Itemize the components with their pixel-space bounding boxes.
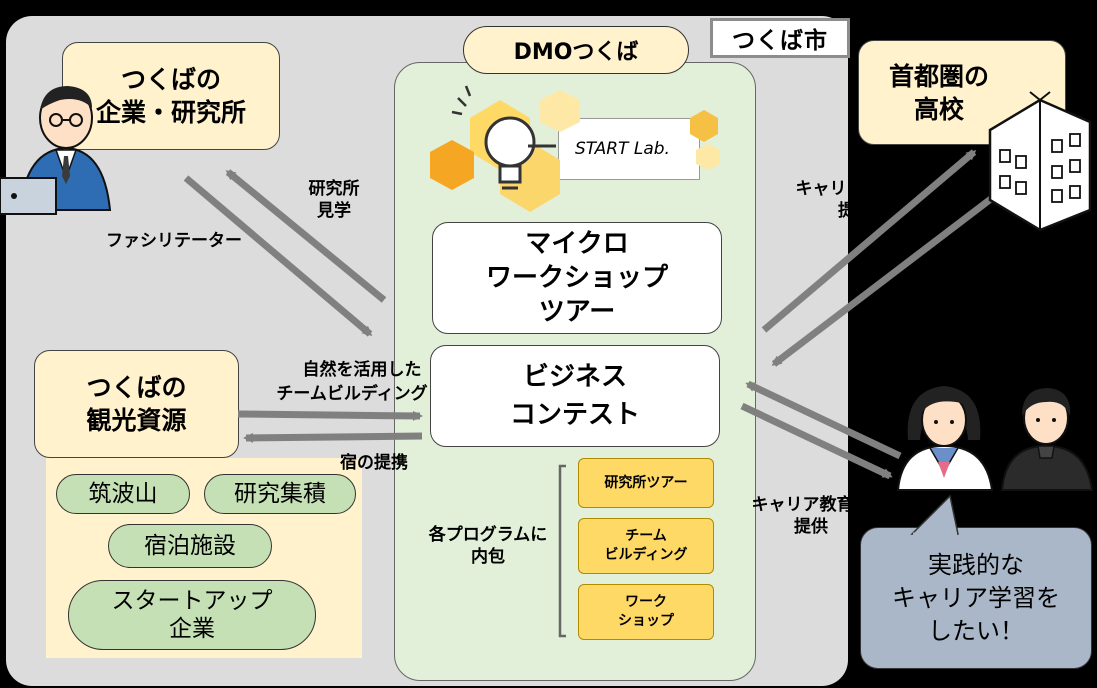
companies-line-1: つくばの [120, 65, 221, 94]
resource-research-cluster: 研究集積 [204, 474, 356, 514]
speech-tail [910, 494, 959, 535]
speech-line-2: キャリア学習を [892, 583, 1060, 612]
sub-program-team-building: チーム ビルディング [578, 518, 714, 574]
tourism-line-1: つくばの [86, 373, 187, 402]
companies-box: つくばの 企業・研究所 [62, 42, 280, 150]
male-student-icon [1000, 388, 1094, 491]
resource-mt-tsukuba: 筑波山 [56, 474, 190, 514]
arrow-from-companies [183, 175, 373, 337]
lab-tour-label-line-2: 見学 [317, 201, 351, 221]
sub-program-workshop: ワーク ショップ [578, 584, 714, 640]
resource-startup-line-2: 企業 [169, 616, 215, 642]
sub-program-lab-tour-line-1: 研究所ツアー [604, 474, 688, 491]
arrow-contest-to-tourism [243, 432, 423, 443]
speech-line-3: したい！ [928, 616, 1024, 645]
business-contest-line-1: ビジネス [522, 362, 627, 392]
arrow-tourism-to-contest [237, 410, 423, 421]
resource-lodging: 宿泊施設 [108, 524, 272, 568]
micro-workshop-line-3: ツアー [538, 297, 616, 327]
speech-line-1: 実践的な [928, 550, 1024, 579]
arrow-from-school [771, 189, 1003, 367]
sub-program-lab-tour: 研究所ツアー [578, 458, 714, 508]
career-bottom-label-line-2: 提供 [794, 517, 828, 537]
city-label: つくば市 [710, 18, 850, 58]
arrow-to-companies [225, 169, 387, 303]
arrow-to-school [761, 149, 977, 333]
female-student-icon [896, 386, 994, 491]
lab-tour-label-line-1: 研究所 [308, 179, 360, 199]
school-line-1: 首都圏の [888, 61, 989, 91]
career-top-label-line-2: 提供 [838, 201, 872, 221]
nature-team-label: 自然を活用した チームビルディング [252, 358, 452, 406]
nature-team-label-line-1: 自然を活用した [302, 360, 422, 380]
school-line-2: 高校 [913, 94, 964, 124]
lab-tour-label: 研究所 見学 [294, 178, 374, 222]
tourism-line-2: 観光資源 [86, 406, 187, 435]
arrow-contest-to-students [740, 402, 893, 480]
arrow-students-to-contest [745, 380, 902, 460]
micro-workshop-line-1: マイクロ [525, 229, 629, 259]
micro-workshop-box: マイクロ ワークショップ ツアー [432, 222, 722, 334]
speech-bubble: 実践的な キャリア学習を したい！ [860, 527, 1092, 669]
school-building-icon [988, 91, 1092, 232]
sub-program-workshop-line-1: ワーク [625, 594, 667, 610]
career-top-label-line-1: キャリア教育の [795, 179, 915, 199]
dmo-label: DMOつくば [463, 26, 689, 74]
included-label-line-1: 各プログラムに [428, 525, 548, 545]
nature-team-label-line-2: チームビルディング [276, 384, 428, 404]
micro-workshop-line-2: ワークショップ [485, 263, 668, 293]
start-lab-card: START Lab. [558, 118, 700, 180]
sub-program-team-building-line-2: ビルディング [604, 547, 688, 563]
resource-startup-line-1: スタートアップ [111, 588, 273, 614]
sub-program-workshop-line-2: ショップ [618, 613, 674, 629]
businessman-icon [0, 86, 112, 215]
included-label: 各プログラムに 内包 [408, 524, 568, 568]
career-bottom-label: キャリア教育の 提供 [726, 494, 896, 538]
business-contest-line-2: コンテスト [509, 400, 640, 430]
lodging-label: 宿の提携 [340, 453, 408, 473]
join-label: 参加 [849, 401, 883, 421]
career-top-label: キャリア教育の 提供 [770, 178, 940, 222]
business-contest-box: ビジネス コンテスト [430, 345, 720, 447]
tourism-box: つくばの 観光資源 [34, 350, 239, 458]
included-label-line-2: 内包 [471, 547, 505, 567]
career-bottom-label-line-1: キャリア教育の [751, 495, 871, 515]
start-lab-logo [430, 85, 720, 212]
sub-program-team-building-line-1: チーム [625, 528, 667, 544]
resource-startup: スタートアップ 企業 [68, 580, 316, 650]
sub-program-bracket [558, 464, 566, 638]
apply-label: 申し込み [951, 253, 1019, 273]
facilitator-label: ファシリテーター [106, 231, 242, 251]
companies-line-2: 企業・研究所 [95, 98, 246, 127]
